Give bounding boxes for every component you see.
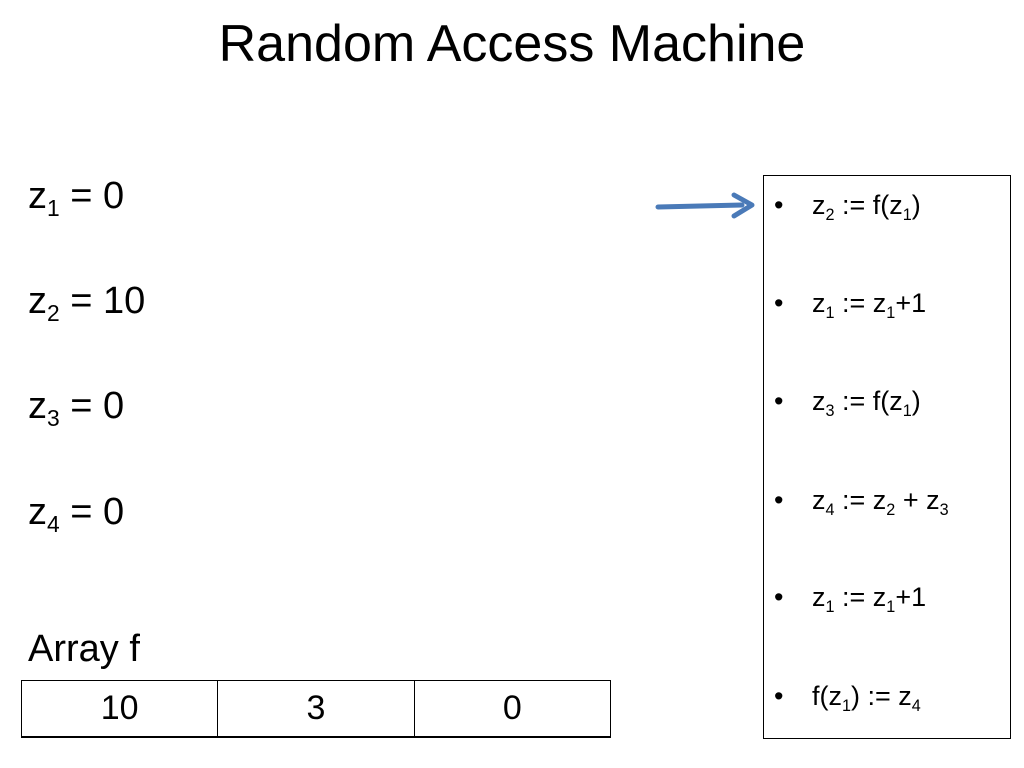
- instruction-fragment: := z: [834, 485, 887, 515]
- instruction-4: • z4 := z2 + z3: [774, 483, 949, 518]
- instruction-fragment: ): [911, 386, 921, 416]
- array-label: Array f: [28, 628, 140, 670]
- instruction-subscript: 1: [825, 597, 835, 616]
- instruction-subscript: 4: [911, 696, 921, 715]
- register-z1: z1 = 0: [28, 172, 124, 220]
- register-name: z: [28, 280, 47, 322]
- instruction-subscript: 2: [886, 500, 896, 519]
- array-cell: 0: [413, 681, 610, 736]
- instruction-text: z2 := f(z1): [812, 190, 921, 223]
- instruction-fragment: +1: [895, 288, 927, 318]
- arrow-head: [731, 192, 755, 219]
- instruction-text: z4 := z2 + z3: [812, 485, 949, 518]
- register-equals: =: [59, 385, 103, 427]
- register-value: 0: [103, 491, 125, 533]
- register-value: 0: [103, 385, 125, 427]
- instruction-2: •z1 := z1+1: [774, 286, 927, 321]
- instruction-fragment: := f(z: [834, 386, 903, 416]
- register-index: 3: [47, 404, 60, 431]
- instruction-subscript: 3: [939, 500, 949, 519]
- instruction-fragment: f(z: [812, 681, 842, 711]
- bullet-icon: •: [774, 288, 784, 318]
- bullet-icon: •: [774, 485, 784, 515]
- instruction-subscript: 1: [902, 401, 912, 420]
- instruction-5: •z1 := z1+1: [774, 580, 927, 615]
- instruction-fragment: := z: [834, 582, 887, 612]
- register-equals: =: [59, 491, 103, 533]
- instruction-fragment: z: [812, 386, 826, 416]
- instruction-fragment: + z: [895, 485, 940, 515]
- register-name: z: [28, 175, 47, 217]
- instruction-3: • z3 := f(z1): [774, 384, 921, 419]
- instruction-subscript: 2: [825, 205, 835, 224]
- register-equals: =: [59, 175, 103, 217]
- instruction-subscript: 3: [825, 401, 835, 420]
- register-name: z: [28, 385, 47, 427]
- instruction-subscript: 1: [842, 696, 852, 715]
- register-index: 4: [47, 510, 60, 537]
- bullet-icon: •: [774, 386, 784, 416]
- instruction-subscript: 1: [886, 597, 896, 616]
- instruction-fragment: z: [812, 582, 826, 612]
- array-cell: 10: [100, 689, 139, 727]
- instruction-text: f(z1) := z4: [812, 681, 921, 714]
- register-value: 10: [103, 280, 146, 322]
- instruction-text: z1 := z1+1: [812, 288, 927, 321]
- instruction-pointer-arrow-icon: [655, 192, 755, 219]
- array-cell: 3: [217, 681, 413, 736]
- bullet-icon: •: [774, 582, 784, 612]
- instruction-fragment: z: [812, 288, 826, 318]
- register-z3: z3 = 0: [28, 382, 124, 430]
- instruction-subscript: 1: [902, 205, 912, 224]
- register-index: 1: [47, 194, 60, 221]
- instruction-text: z3 := f(z1): [812, 386, 921, 419]
- bullet-icon: •: [774, 681, 784, 711]
- register-index: 2: [47, 299, 60, 326]
- register-z2: z2 = 10: [28, 277, 145, 325]
- instruction-subscript: 4: [825, 500, 835, 519]
- register-value: 0: [103, 175, 125, 217]
- instruction-subscript: 1: [825, 303, 835, 322]
- bullet-icon: •: [774, 190, 784, 220]
- program-box: •z2 := f(z1)•z1 := z1+1•z3 := f(z1)•z4 :…: [763, 175, 1011, 739]
- register-z4: z4 = 0: [28, 488, 124, 536]
- instruction-text: z1 := z1+1: [812, 582, 927, 615]
- instruction-fragment: z: [812, 190, 826, 220]
- array-table: 10 3 0: [21, 680, 611, 738]
- instruction-6: • f(z1) := z4: [774, 679, 921, 714]
- instruction-subscript: 1: [886, 303, 896, 322]
- slide-title: Random Access Machine: [218, 15, 806, 73]
- instruction-fragment: := f(z: [834, 190, 903, 220]
- instruction-fragment: := z: [834, 288, 887, 318]
- instruction-fragment: ) := z: [851, 681, 912, 711]
- instruction-fragment: ): [911, 190, 921, 220]
- instruction-fragment: z: [812, 485, 826, 515]
- instruction-1: • z2 := f(z1): [774, 188, 921, 223]
- instruction-fragment: +1: [895, 582, 927, 612]
- register-name: z: [28, 491, 47, 533]
- register-equals: =: [59, 280, 103, 322]
- arrow-shaft: [655, 202, 745, 210]
